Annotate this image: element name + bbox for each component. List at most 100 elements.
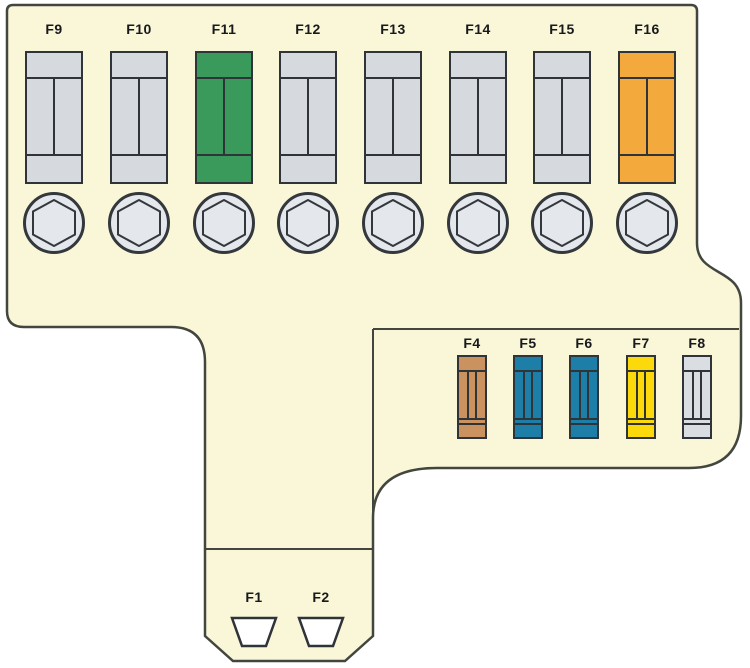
fuse-bottom-contact	[459, 420, 485, 425]
fuse-label: F1	[245, 589, 263, 605]
fuse-unit-f13: F13	[362, 20, 424, 262]
fuse-body-f10[interactable]	[110, 51, 168, 184]
fuse-unit-f10: F10	[108, 20, 170, 262]
fuse-element-line	[53, 79, 55, 154]
fuse-window	[112, 79, 166, 156]
fuse-label: F8	[688, 335, 706, 351]
bolt-circle	[277, 192, 339, 254]
fuse-element-slot	[579, 372, 589, 418]
fuse-label: F14	[465, 21, 491, 37]
fuse-bottom-contact	[571, 420, 597, 425]
fuse-unit-f11: F11	[193, 20, 255, 262]
fuse-label: F5	[519, 335, 537, 351]
fuse-body-f6[interactable]	[569, 355, 599, 439]
hex-socket-icon	[32, 199, 76, 247]
fuse-label: F12	[295, 21, 321, 37]
fuse-body-f12[interactable]	[279, 51, 337, 184]
fuse-element-slot	[636, 372, 646, 418]
fuse-unit-f15: F15	[531, 20, 593, 262]
bolt-circle	[362, 192, 424, 254]
fuse-top-contact	[535, 53, 589, 79]
fuse-label: F4	[463, 335, 481, 351]
hex-socket-icon	[456, 199, 500, 247]
fuse-element-line	[477, 79, 479, 154]
fuse-body-f15[interactable]	[533, 51, 591, 184]
fuse-window	[628, 372, 654, 420]
fuse-label: F13	[380, 21, 406, 37]
fuse-element-line	[138, 79, 140, 154]
fuse-window	[281, 79, 335, 156]
fuse-unit-f16: F16	[616, 20, 678, 262]
fuse-element-line	[561, 79, 563, 154]
fuse-body-f4[interactable]	[457, 355, 487, 439]
bolt-circle	[616, 192, 678, 254]
fuse-label: F6	[575, 335, 593, 351]
fuse-window	[451, 79, 505, 156]
fuse-top-contact	[27, 53, 81, 79]
bolt-circle	[108, 192, 170, 254]
fuse-element-line	[223, 79, 225, 154]
fuse-body-f9[interactable]	[25, 51, 83, 184]
fuse-window	[684, 372, 710, 420]
fuse-label: F16	[634, 21, 660, 37]
hex-socket-icon	[540, 199, 584, 247]
fuse-top-contact	[366, 53, 420, 79]
hex-socket-icon	[286, 199, 330, 247]
fuse-unit-f6: F6	[562, 334, 606, 444]
fuse-window	[535, 79, 589, 156]
fuse-label: F15	[549, 21, 575, 37]
fuse-body-f13[interactable]	[364, 51, 422, 184]
fuse-window	[27, 79, 81, 156]
fuse-top-contact	[515, 357, 541, 372]
fuse-top-contact	[459, 357, 485, 372]
fuse-window	[571, 372, 597, 420]
fuse-window	[197, 79, 251, 156]
fuse-top-contact	[281, 53, 335, 79]
bolt-circle	[193, 192, 255, 254]
fuse-bottom-contact	[628, 420, 654, 425]
compartment-divider-lines	[206, 328, 739, 550]
fuse-unit-f9: F9	[23, 20, 85, 262]
hex-socket-icon	[371, 199, 415, 247]
fuse-body-f7[interactable]	[626, 355, 656, 439]
fuse-window	[459, 372, 485, 420]
fuse-unit-f1: F1	[230, 588, 278, 654]
fuse-label: F11	[211, 21, 237, 37]
fuse-slot-f2[interactable]	[297, 616, 345, 649]
hex-socket-icon	[117, 199, 161, 247]
fuse-top-contact	[620, 53, 674, 79]
fuse-element-line	[392, 79, 394, 154]
bolt-circle	[23, 192, 85, 254]
fuse-unit-f2: F2	[297, 588, 345, 654]
fuse-window	[620, 79, 674, 156]
fuse-top-contact	[628, 357, 654, 372]
fuse-body-f11[interactable]	[195, 51, 253, 184]
fuse-body-f5[interactable]	[513, 355, 543, 439]
fuse-slot-f1[interactable]	[230, 616, 278, 649]
fuse-top-contact	[197, 53, 251, 79]
fuse-top-contact	[112, 53, 166, 79]
fuse-unit-f5: F5	[506, 334, 550, 444]
fuse-label: F10	[126, 21, 152, 37]
fuse-body-f16[interactable]	[618, 51, 676, 184]
fuse-window	[515, 372, 541, 420]
fuse-label: F2	[312, 589, 330, 605]
fuse-element-slot	[692, 372, 702, 418]
hex-socket-icon	[202, 199, 246, 247]
fuse-unit-f8: F8	[675, 334, 719, 444]
bolt-circle	[447, 192, 509, 254]
fuse-top-contact	[684, 357, 710, 372]
fuse-unit-f12: F12	[277, 20, 339, 262]
fuse-bottom-contact	[515, 420, 541, 425]
fuse-element-slot	[523, 372, 533, 418]
fuse-bottom-contact	[684, 420, 710, 425]
fuse-unit-f4: F4	[450, 334, 494, 444]
fuse-label: F7	[632, 335, 650, 351]
bolt-circle	[531, 192, 593, 254]
fuse-element-line	[646, 79, 648, 154]
fuse-body-f14[interactable]	[449, 51, 507, 184]
fuse-top-contact	[571, 357, 597, 372]
fuse-body-f8[interactable]	[682, 355, 712, 439]
fuse-unit-f7: F7	[619, 334, 663, 444]
